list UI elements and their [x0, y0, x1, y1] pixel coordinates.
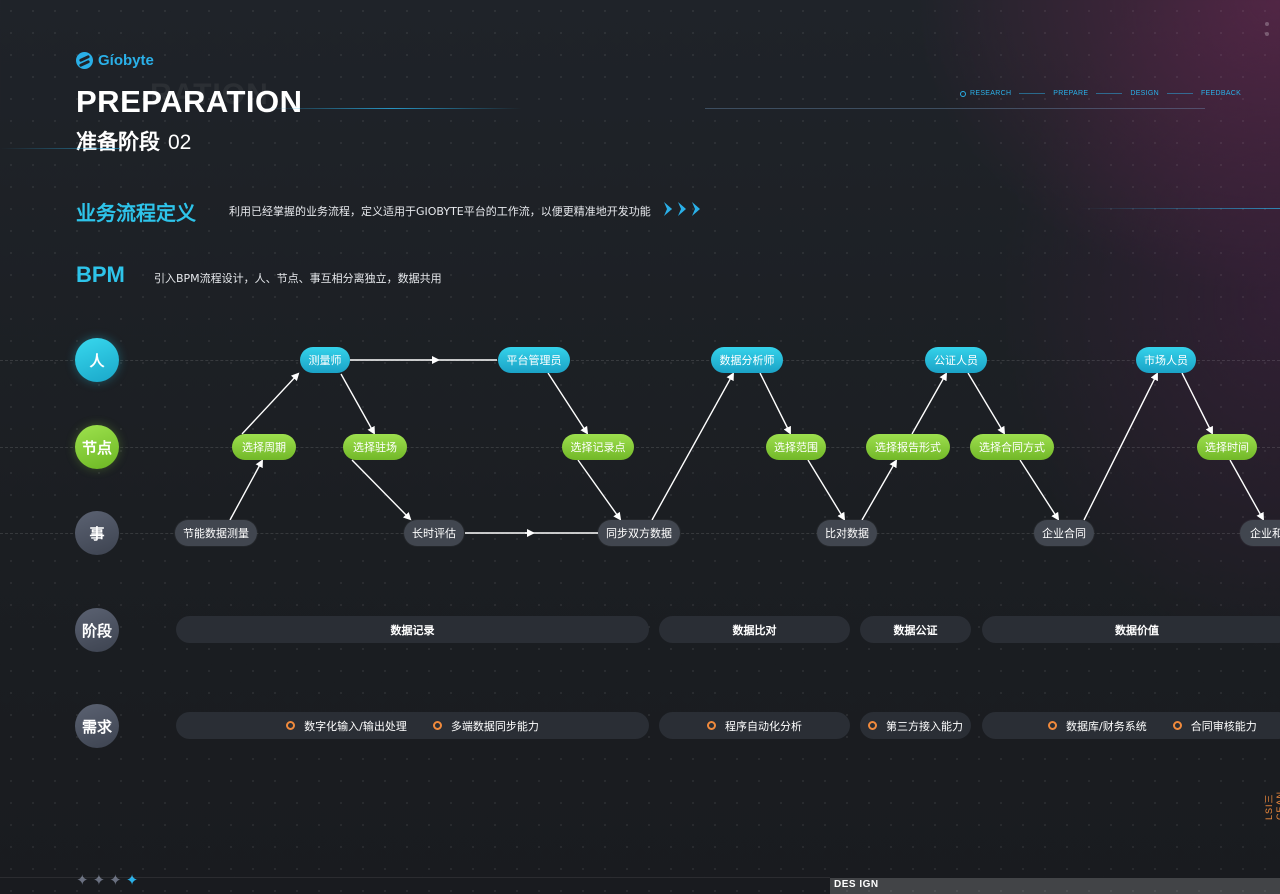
demand-group-compare: 程序自动化分析	[659, 712, 850, 739]
page-indicator: ✦ ✦ ✦ ✦	[76, 871, 138, 889]
flow-connectors	[255, 356, 1264, 537]
page-title: PREPARATION	[76, 84, 303, 119]
demand-group-record: 数字化输入/输出处理 多端数据同步能力	[176, 712, 649, 739]
node-select-time[interactable]: 选择时间	[1197, 434, 1257, 460]
event-contract[interactable]: 企业合同	[1034, 520, 1094, 546]
demand-item: 数据库/财务系统	[1048, 718, 1147, 734]
diamond-icon: ✦	[76, 871, 89, 889]
stage-record: 数据记录	[176, 616, 649, 643]
event-long-eval[interactable]: 长时评估	[404, 520, 464, 546]
event-enterprise[interactable]: 企业和	[1240, 520, 1280, 546]
demand-item: 合同审核能力	[1172, 718, 1257, 734]
bullet-ring-icon	[868, 721, 877, 730]
step-research[interactable]: RESEARCH	[970, 90, 1012, 97]
node-select-contract[interactable]: 选择合同方式	[970, 434, 1054, 460]
row-guide-node	[0, 447, 1280, 448]
event-compare-data[interactable]: 比对数据	[817, 520, 877, 546]
demand-label: 程序自动化分析	[725, 719, 802, 733]
step-prepare[interactable]: PREPARE	[1053, 90, 1089, 97]
dot	[1265, 32, 1269, 36]
demand-label: 数据库/财务系统	[1066, 719, 1147, 733]
demand-group-notary: 第三方接入能力	[860, 712, 971, 739]
node-select-report[interactable]: 选择报告形式	[866, 434, 950, 460]
step-connector	[1166, 93, 1193, 94]
subtitle-number: 02	[168, 131, 192, 154]
page-subtitle: 准备阶段 02	[76, 126, 191, 156]
diamond-active-icon: ✦	[125, 871, 139, 889]
step-feedback[interactable]: FEEDBACK	[1200, 90, 1242, 97]
demand-group-value: 数据库/财务系统 合同审核能力	[982, 712, 1280, 739]
row-guide-person	[0, 360, 1280, 361]
row-label-node: 节点	[75, 425, 119, 469]
footer-divider	[0, 877, 830, 878]
bullet-ring-icon	[1172, 721, 1182, 730]
demand-label: 第三方接入能力	[886, 719, 963, 733]
demand-item: 数字化输入/输出处理	[286, 718, 407, 734]
steps-divider	[705, 108, 1205, 109]
triple-chevron-icon	[664, 202, 700, 216]
demand-item: 第三方接入能力	[868, 718, 963, 734]
step-connector	[1019, 93, 1046, 94]
ghost-title: RATION	[150, 78, 269, 111]
diamond-icon: ✦	[92, 871, 106, 889]
chevrons-icon	[662, 199, 706, 219]
stage-compare: 数据比对	[659, 616, 850, 643]
subtitle-cn: 准备阶段	[76, 130, 160, 154]
step-active-icon	[960, 90, 966, 97]
person-surveyor[interactable]: 测量师	[300, 347, 350, 373]
node-select-onsite[interactable]: 选择驻场	[343, 434, 407, 460]
row-label-stage: 阶段	[75, 608, 119, 652]
demand-item: 多端数据同步能力	[432, 718, 539, 734]
step-design[interactable]: DESIGN	[1130, 90, 1159, 97]
side-dots-icon	[1265, 22, 1269, 36]
demand-item: 程序自动化分析	[707, 718, 802, 734]
person-platform-admin[interactable]: 平台管理员	[498, 347, 570, 373]
node-select-range[interactable]: 选择范围	[766, 434, 826, 460]
footer-bar	[830, 878, 1280, 894]
title-divider-right	[262, 108, 522, 109]
section-divider	[1080, 208, 1280, 209]
event-energy-measure[interactable]: 节能数据测量	[175, 520, 257, 546]
bullet-ring-icon	[1048, 721, 1057, 730]
event-sync-data[interactable]: 同步双方数据	[598, 520, 680, 546]
row-label-event: 事	[75, 511, 119, 555]
section-description: 利用已经掌握的业务流程，定义适用于GIOBYTE平台的工作流，以便更精准地开发功…	[229, 205, 651, 218]
demand-label: 数字化输入/输出处理	[304, 719, 407, 733]
node-select-period[interactable]: 选择周期	[232, 434, 296, 460]
dot	[1265, 22, 1269, 26]
person-notary[interactable]: 公证人员	[925, 347, 987, 373]
progress-steps: RESEARCH PREPARE DESIGN FEEDBACK	[960, 90, 1241, 97]
demand-label: 合同审核能力	[1190, 719, 1257, 733]
row-label-demand: 需求	[75, 704, 119, 748]
brand-logo[interactable]: Gíobyte	[76, 52, 154, 69]
stage-value: 数据价值	[982, 616, 1280, 643]
person-market[interactable]: 市场人员	[1136, 347, 1196, 373]
row-label-person: 人	[75, 338, 119, 382]
diamond-icon: ✦	[109, 871, 122, 889]
demand-label: 多端数据同步能力	[450, 719, 539, 733]
side-watermark: LSI三CEAN	[1264, 790, 1280, 820]
section-title: 业务流程定义	[76, 201, 196, 225]
bullet-ring-icon	[432, 721, 442, 730]
step-connector	[1096, 93, 1123, 94]
bullet-ring-icon	[707, 721, 716, 730]
bpm-title: BPM	[76, 262, 125, 287]
node-select-record-point[interactable]: 选择记录点	[562, 434, 634, 460]
footer-label: DES IGN	[834, 879, 879, 890]
title-divider-left	[0, 148, 120, 149]
bullet-ring-icon	[286, 721, 296, 730]
bpm-description: 引入BPM流程设计，人、节点、事互相分离独立，数据共用	[154, 272, 442, 285]
logo-text: Gíobyte	[98, 52, 154, 69]
stage-notary: 数据公证	[860, 616, 971, 643]
logo-icon	[76, 52, 93, 69]
person-data-analyst[interactable]: 数据分析师	[711, 347, 783, 373]
